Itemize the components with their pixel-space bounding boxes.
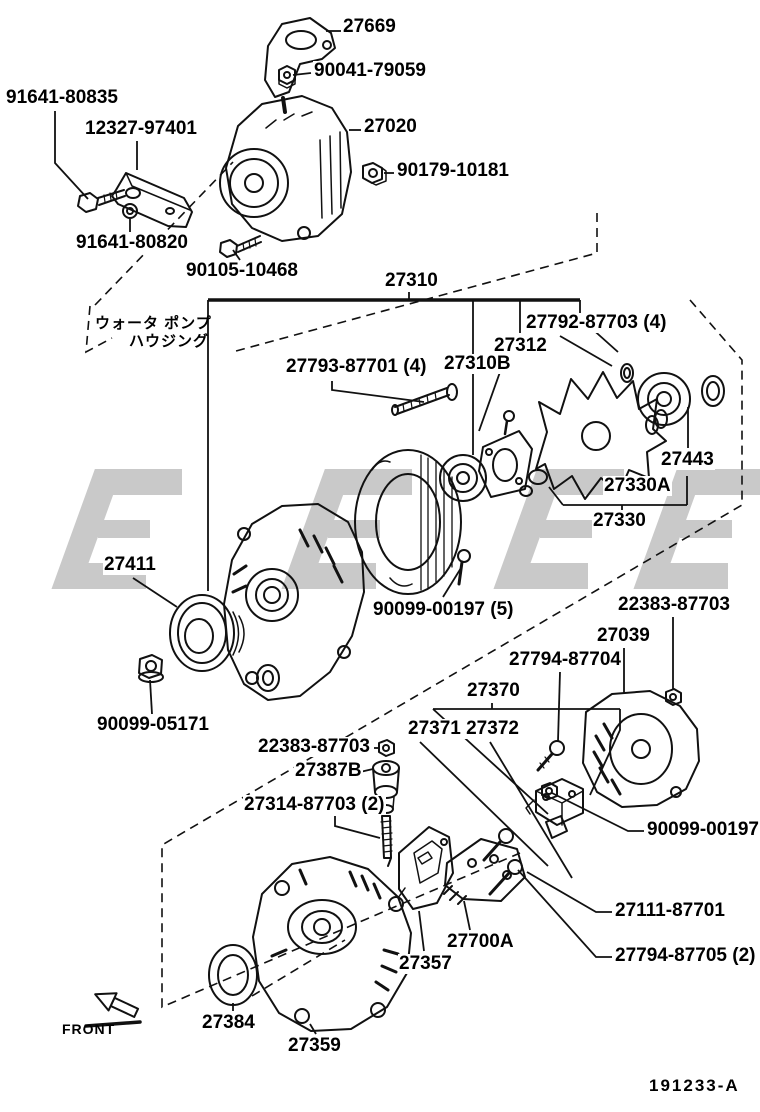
component-drawings [77,17,725,1032]
part-label-27387b: 27387B [294,760,363,781]
part-label-12327-97401: 12327-97401 [84,118,198,139]
note-water-pump-housing-line1: ウォータ ポンプ [95,315,212,332]
part-label-27310: 27310 [384,270,439,291]
part-label-27370: 27370 [466,680,521,701]
part-label-27039: 27039 [596,625,651,646]
part-label-27792-87703-4: 27792-87703 (4) [525,312,668,333]
part-label-27794-87704: 27794-87704 [508,649,622,670]
part-label-27384: 27384 [201,1012,256,1033]
part-label-27794-87705-2: 27794-87705 (2) [614,945,757,966]
part-label-27443: 27443 [660,449,715,470]
part-label-91641-80835: 91641-80835 [5,87,119,108]
part-label-27357: 27357 [398,953,453,974]
part-label-90105-10468: 90105-10468 [185,260,299,281]
part-label-27669: 27669 [342,16,397,37]
part-label-27310b: 27310B [443,353,512,374]
part-label-22383-87703: 22383-87703 [617,594,731,615]
part-label-90099-05171: 90099-05171 [96,714,210,735]
part-label-27312: 27312 [493,335,548,356]
part-label-27411: 27411 [103,554,157,575]
part-label-90179-10181: 90179-10181 [396,160,510,181]
part-label-27700a: 27700A [446,931,515,952]
part-label-27359: 27359 [287,1035,342,1056]
part-label-27314-87703-2: 27314-87703 (2) [243,794,386,815]
front-direction-label: FRONT [62,1021,116,1037]
part-label-90041-79059: 90041-79059 [313,60,427,81]
note-water-pump-housing-line2: ハウジング [129,333,210,350]
part-label-27793-87701-4: 27793-87701 (4) [285,356,428,377]
part-label-27371-27372: 27371 27372 [407,718,520,739]
part-label-27020: 27020 [363,116,418,137]
part-label-90099-00197-5: 90099-00197 (5) [372,599,515,620]
part-label-22383-87703: 22383-87703 [257,736,371,757]
drawing-number: 191233-A [649,1076,740,1095]
watermark [51,469,760,589]
part-label-90099-00197: 90099-00197 [646,819,760,840]
part-label-27330a: 27330A [603,475,672,496]
part-label-91641-80820: 91641-80820 [75,232,189,253]
part-label-27111-87701: 27111-87701 [614,900,726,921]
part-label-27330: 27330 [592,510,647,531]
dashed-group-lines [85,161,743,1009]
